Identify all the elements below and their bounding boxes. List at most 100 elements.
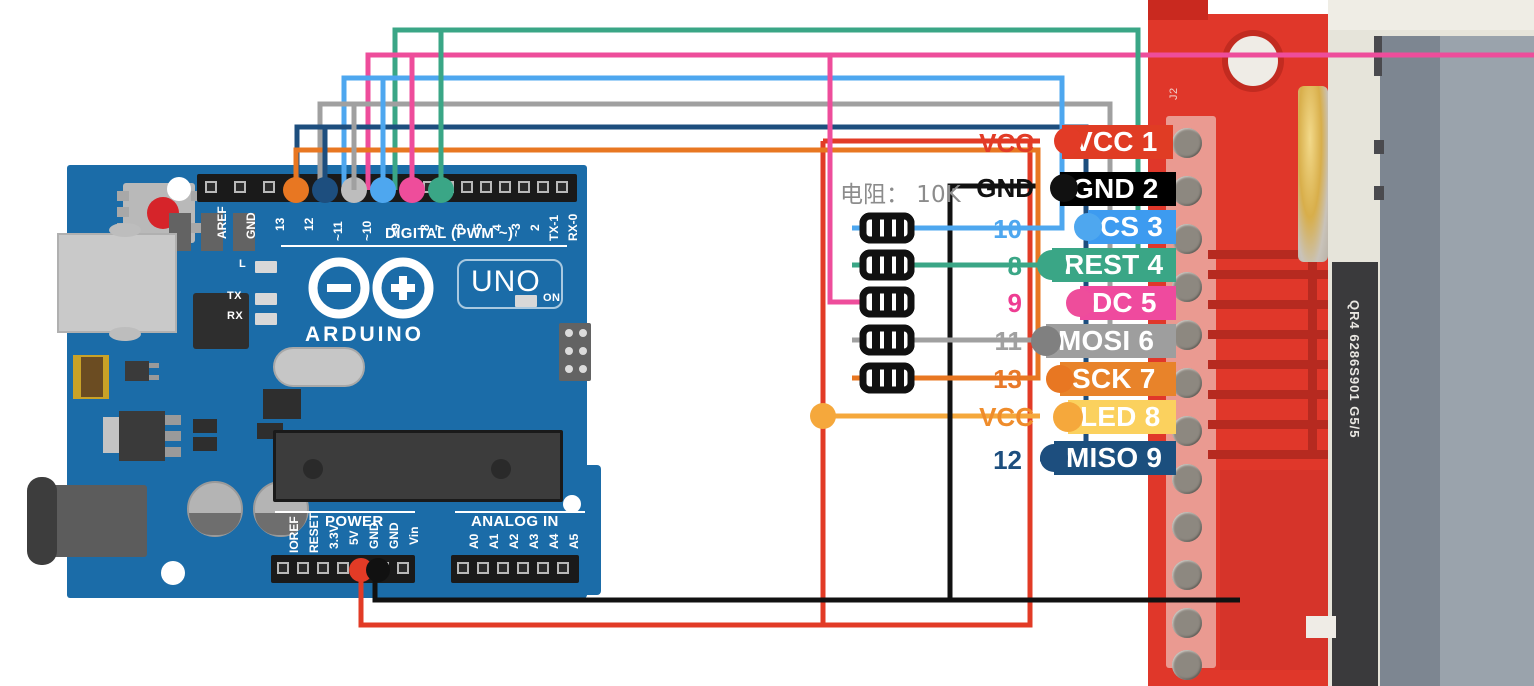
header-pin [1172, 320, 1202, 350]
pin-block-mosi6[interactable]: MOSI 6 [1046, 324, 1176, 358]
resistor-value-note: 电阻： 10K [840, 182, 961, 208]
pcb-trace [1208, 420, 1380, 429]
lcd-edge-mark [1374, 186, 1384, 200]
pin-socket-gnd[interactable] [234, 181, 246, 193]
pcb-trace [1208, 330, 1358, 339]
pin-socket-2[interactable] [518, 181, 530, 193]
pcb-trace [1208, 270, 1328, 279]
pin-block-rest4[interactable]: REST 4 [1052, 248, 1176, 282]
pin-block-cs3[interactable]: CS 3 [1088, 210, 1176, 244]
mounting-hole [1228, 36, 1278, 86]
pcb-trace [1208, 250, 1313, 259]
header-pin [1172, 560, 1202, 590]
resistor-dc-top [859, 286, 915, 318]
pin-socket-aref[interactable] [205, 181, 217, 193]
header-pin [1172, 464, 1202, 494]
source-label-led8: VCC [979, 402, 1034, 432]
pin-socket-a0[interactable] [457, 562, 469, 574]
led-l [255, 261, 277, 273]
regulator-tab [103, 417, 119, 453]
power-jack-barrel [27, 477, 57, 565]
pin-socket-a4[interactable] [537, 562, 549, 574]
icsp-pad [579, 347, 587, 355]
led-label-l: L [239, 258, 247, 270]
wire-gnd-rail [372, 186, 953, 603]
pin-socket-vin[interactable] [397, 562, 409, 574]
smd-component [193, 419, 217, 433]
pin-socket-ioref[interactable] [277, 562, 289, 574]
mounting-hole [161, 561, 185, 585]
connector-dot-gnd2 [1050, 174, 1078, 202]
header-pin [1172, 608, 1202, 638]
pcb-trace [1208, 450, 1384, 459]
pin-socket-13[interactable] [263, 181, 275, 193]
regulator-pin [165, 447, 181, 457]
pcb-trace [1208, 390, 1376, 399]
lcd-edge-mark [1374, 140, 1384, 154]
connector-dot-sck7 [1046, 365, 1074, 393]
usb-serial-chip [193, 293, 249, 349]
usb-tab [109, 327, 141, 341]
pin-socket-a2[interactable] [497, 562, 509, 574]
pin-block-sck7[interactable]: SCK 7 [1060, 362, 1176, 396]
pin-block-vcc1[interactable]: VCC 1 [1062, 125, 1173, 159]
source-label-cs3: 10 [993, 214, 1022, 244]
resistor-rest-top [859, 249, 915, 281]
pin-block-dc5[interactable]: DC 5 [1080, 286, 1176, 320]
pin-dot-5v [349, 558, 373, 582]
soic-chip [263, 389, 301, 419]
capacitor-body [81, 357, 103, 397]
pin-socket-3v3[interactable] [317, 562, 329, 574]
header-pin [1172, 128, 1202, 158]
connector-dot-rest4 [1037, 250, 1067, 280]
smd-component [193, 437, 217, 451]
pin-dot-gnd [366, 558, 390, 582]
pin-socket-a1[interactable] [477, 562, 489, 574]
icsp-pad [565, 365, 573, 373]
pin-socket-a5[interactable] [557, 562, 569, 574]
pin-socket-3[interactable] [499, 181, 511, 193]
cap-stripe [255, 513, 307, 535]
solder-blob [1298, 86, 1328, 262]
source-label-miso9: 12 [993, 445, 1022, 475]
resistor-mosi-top [859, 324, 915, 356]
icsp-header-left [201, 213, 223, 251]
reset-pad [117, 191, 129, 201]
pin-socket-a3[interactable] [517, 562, 529, 574]
drop-9 [409, 52, 852, 305]
pcb-top-edge [1148, 0, 1208, 20]
reset-pad [117, 207, 129, 217]
led-label-tx: TX [227, 290, 242, 302]
resistor-cs-top [859, 212, 915, 244]
pin-socket-4[interactable] [480, 181, 492, 193]
pin-socket-5[interactable] [461, 181, 473, 193]
transistor-pin [149, 375, 159, 380]
crystal-oscillator [273, 347, 365, 387]
power-header-label: POWER [325, 513, 384, 530]
header-pin [1172, 176, 1202, 206]
digital-header-label: DIGITAL (PWM ~) [385, 225, 514, 242]
pin-socket-tx1[interactable] [537, 181, 549, 193]
pin-block-gnd2[interactable]: GND 2 [1060, 172, 1176, 206]
source-label-vcc1: VCC [979, 128, 1034, 158]
header-pin [1172, 368, 1202, 398]
connector-dot-vcc1 [1054, 127, 1082, 155]
voltage-regulator [119, 411, 165, 461]
pin-block-miso9[interactable]: MISO 9 [1054, 441, 1176, 475]
pin-socket-5v[interactable] [337, 562, 349, 574]
connector-dot-miso9 [1040, 444, 1068, 472]
pin-block-led8[interactable]: LED 8 [1068, 400, 1176, 434]
icsp-pad [579, 329, 587, 337]
header-pin [1172, 512, 1202, 542]
cap-stripe [189, 513, 241, 535]
pin-socket-rx0[interactable] [556, 181, 568, 193]
uno-badge-frame [457, 259, 563, 309]
pin-socket-reset[interactable] [297, 562, 309, 574]
analog-header-label: ANALOG IN [471, 513, 559, 530]
header-pin [1172, 224, 1202, 254]
led-rx [255, 313, 277, 325]
connector-dot-dc5 [1066, 289, 1094, 317]
